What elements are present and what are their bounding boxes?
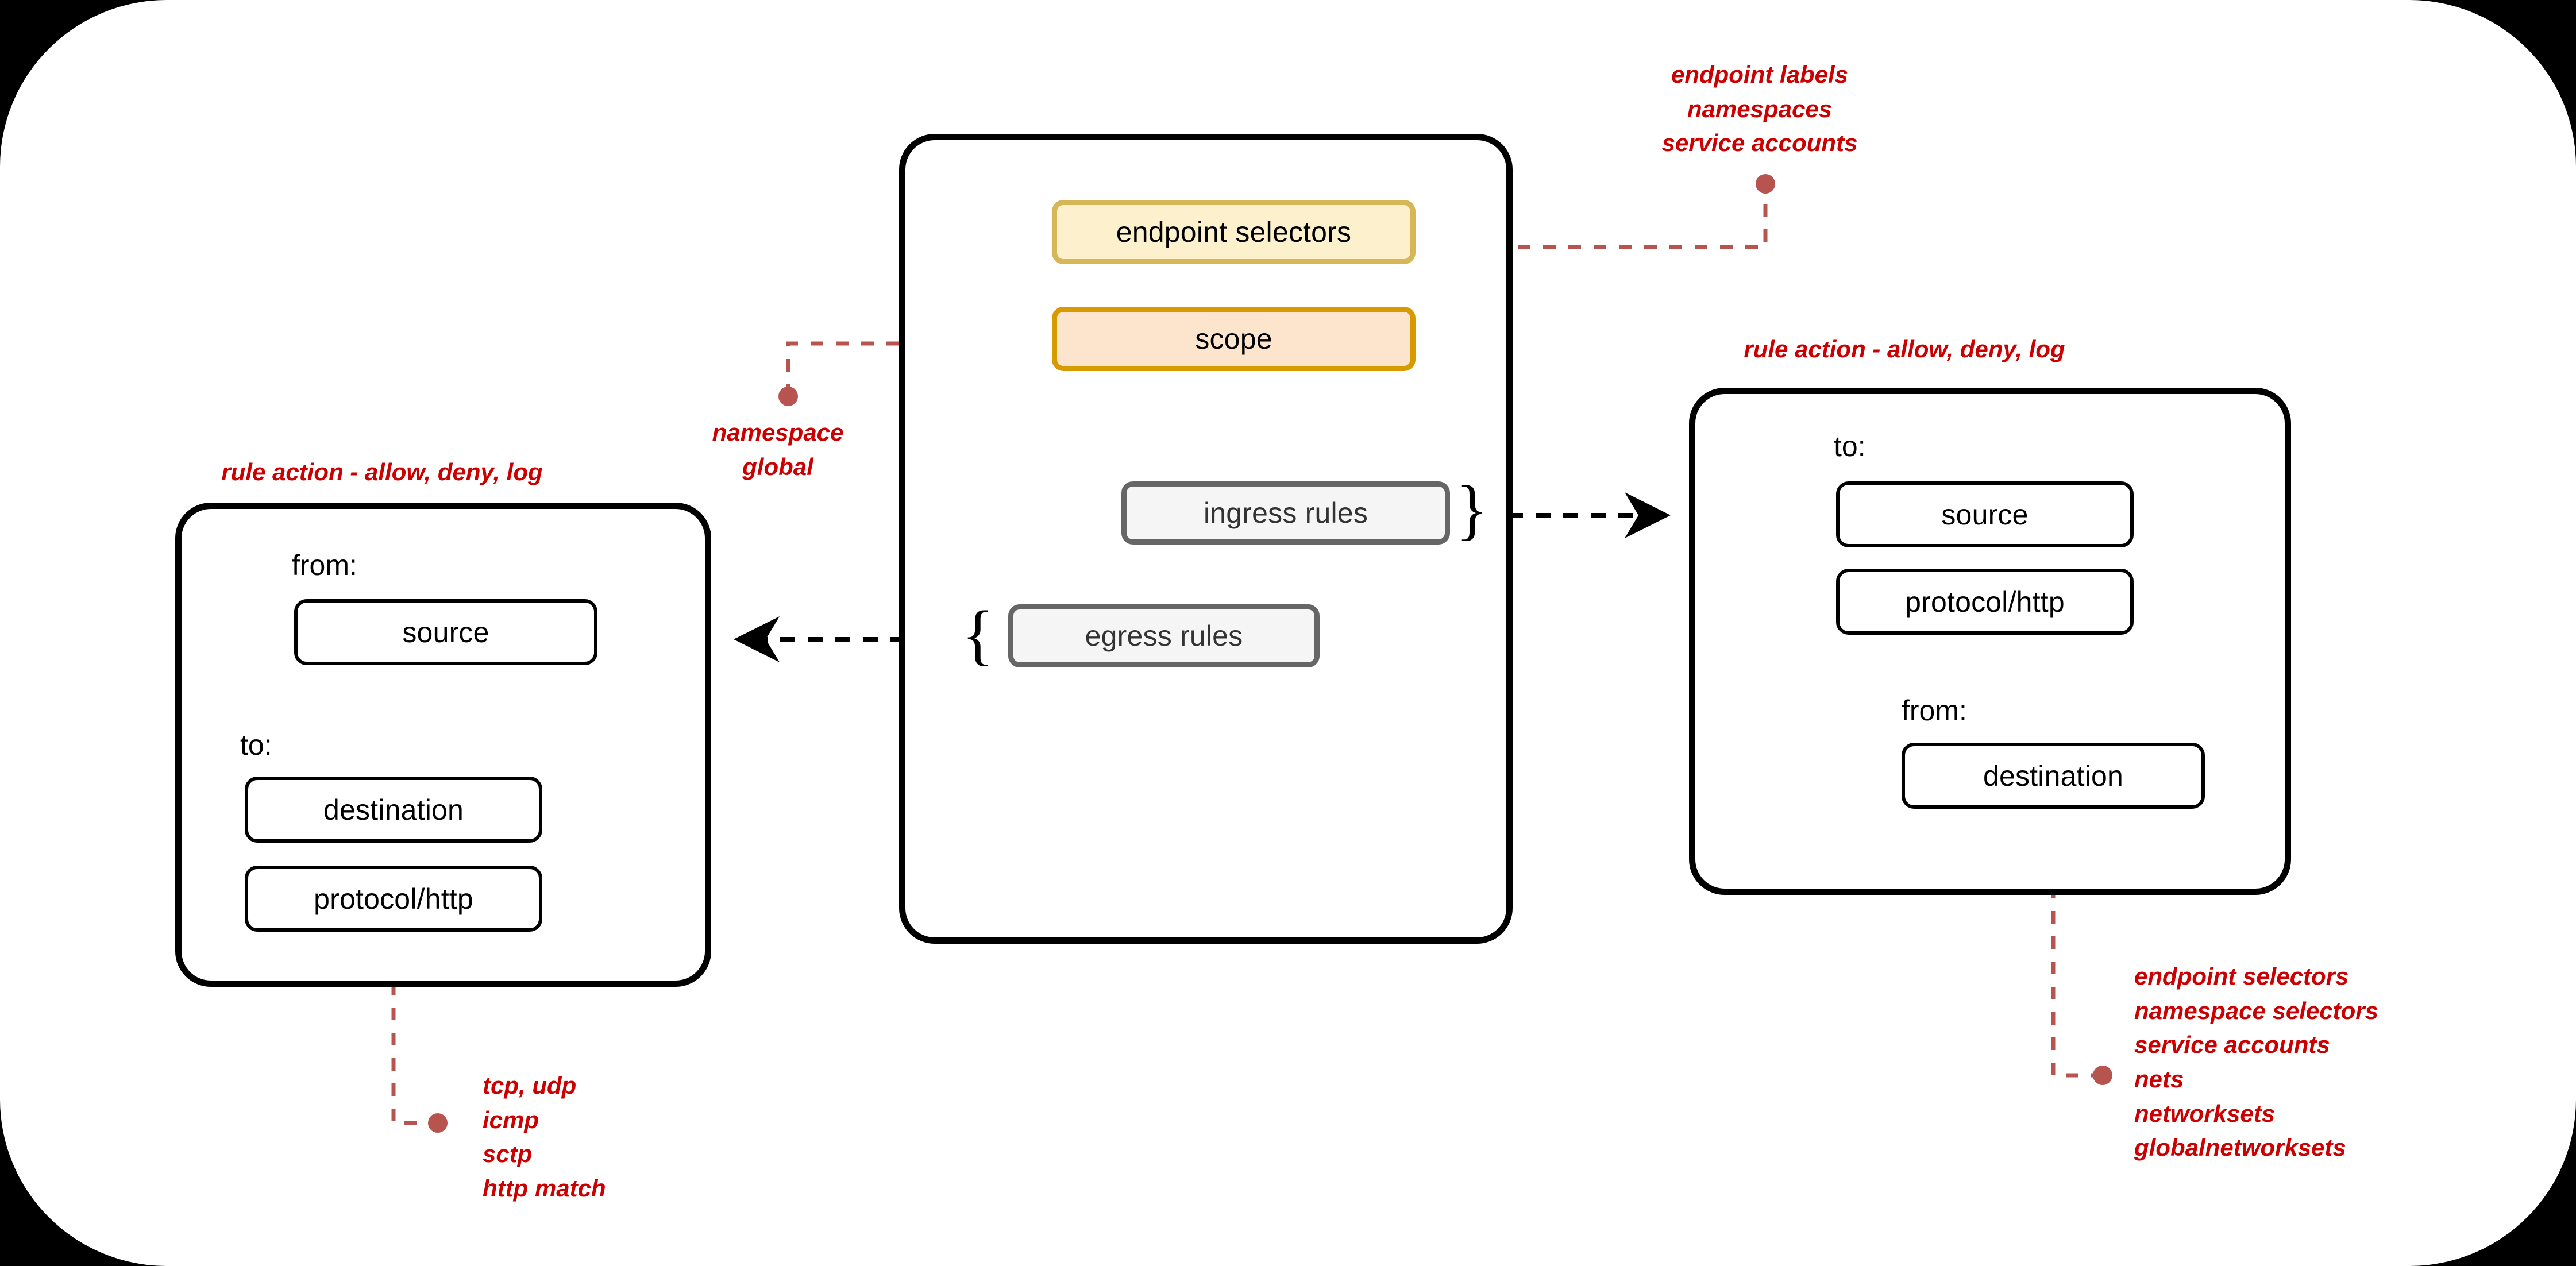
annotation-rule-action-right: rule action - allow, deny, log [1744, 335, 2065, 362]
annotation-destination-detail: endpoint selectors namespace selectors s… [2134, 963, 2378, 1161]
ingress-rule-container [1689, 388, 2291, 895]
left-to-label: to: [240, 729, 272, 761]
left-node-source[interactable]: source [294, 599, 597, 665]
left-from-label: from: [292, 549, 357, 581]
right-node-source[interactable]: source [1836, 481, 2134, 547]
node-ingress-rules[interactable]: ingress rules [1121, 481, 1450, 545]
left-node-protocol-http[interactable]: protocol/http [245, 866, 542, 932]
left-node-destination[interactable]: destination [245, 777, 542, 843]
right-node-protocol-http[interactable]: protocol/http [1836, 569, 2134, 635]
right-node-destination[interactable]: destination [1902, 743, 2205, 809]
annotation-endpoint-selectors-detail: endpoint labels namespaces service accou… [1661, 61, 1858, 157]
node-egress-rules[interactable]: egress rules [1008, 604, 1320, 667]
right-from-label: from: [1902, 694, 1967, 727]
annotation-protocol-detail: tcp, udp icmp sctp http match [483, 1072, 606, 1202]
egress-brace: { [962, 597, 994, 672]
annotation-scope-detail: namespace global [712, 419, 844, 480]
right-to-label: to: [1834, 430, 1866, 462]
annotation-rule-action-left: rule action - allow, deny, log [221, 458, 543, 485]
node-scope[interactable]: scope [1052, 307, 1416, 371]
node-endpoint-selectors[interactable]: endpoint selectors [1052, 200, 1416, 264]
ingress-brace: } [1456, 472, 1488, 547]
